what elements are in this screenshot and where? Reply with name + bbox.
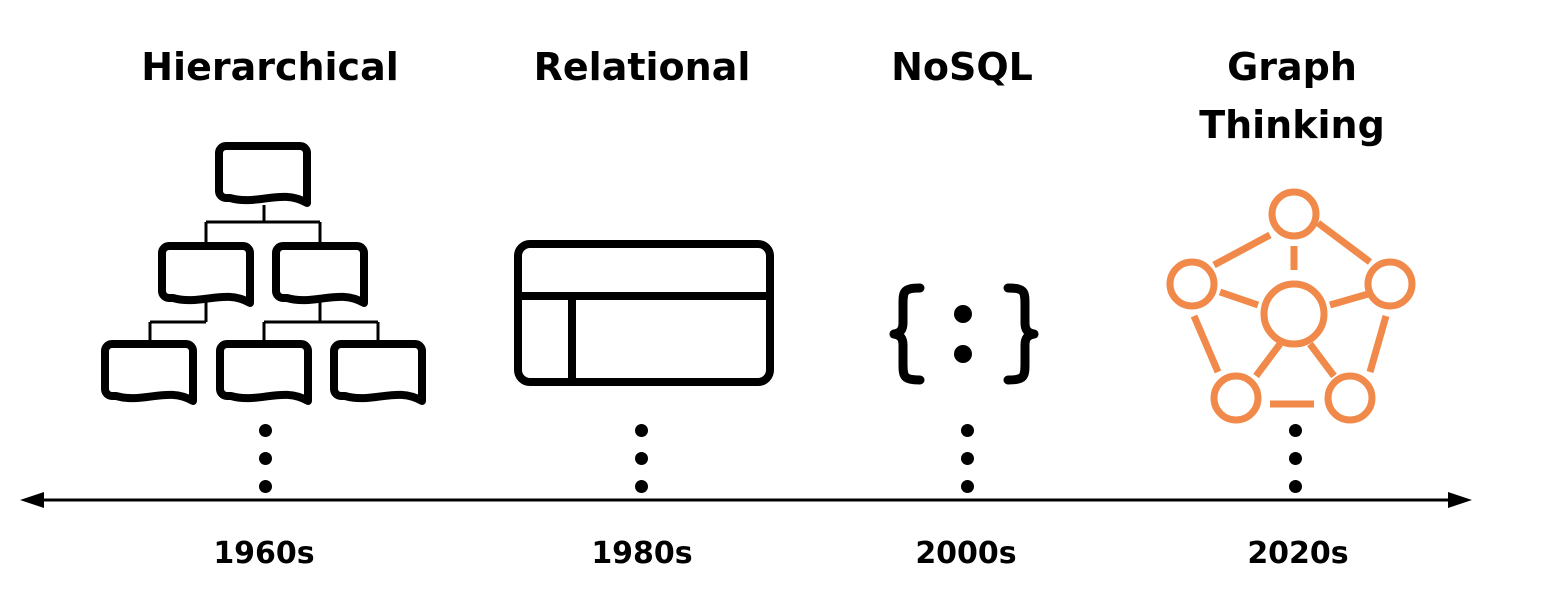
- timeline-arrow-right-icon: [1448, 492, 1472, 508]
- leader-dot: [634, 452, 648, 465]
- era-title-hierarchical: Hierarchical: [141, 45, 399, 89]
- leader-dot: [960, 452, 974, 465]
- era-title-line-graph: Graph: [1227, 45, 1357, 89]
- table-icon: [514, 240, 774, 386]
- graph-network-icon: [1166, 188, 1416, 424]
- leader-dot: [258, 424, 272, 437]
- leader-dot: [1288, 480, 1302, 493]
- timeline-arrow-left-icon: [20, 492, 44, 508]
- decade-label-2000s: 2000s: [915, 536, 1017, 571]
- leader-dot: [1288, 424, 1302, 437]
- era-title-graph-thinking: Graph Thinking: [1142, 38, 1442, 154]
- leader-dot: [1288, 452, 1302, 465]
- era-title-relational: Relational: [533, 45, 751, 89]
- dot-leader-relational: [631, 424, 651, 508]
- leader-dot: [634, 424, 648, 437]
- era-title-line-thinking: Thinking: [1199, 103, 1385, 147]
- decade-label-1980s: 1980s: [591, 536, 693, 571]
- leader-dot: [258, 480, 272, 493]
- leader-dot: [258, 452, 272, 465]
- dot-leader-hierarchical: [255, 424, 275, 508]
- hierarchy-tree-icon: [101, 142, 426, 405]
- decade-label-1960s: 1960s: [213, 536, 315, 571]
- leader-dot: [960, 480, 974, 493]
- dot-leader-graph: [1285, 424, 1305, 508]
- leader-dot: [960, 424, 974, 437]
- dot-leader-nosql: [957, 424, 977, 508]
- decade-label-2020s: 2020s: [1247, 536, 1349, 571]
- curly-braces-icon: [889, 283, 1039, 385]
- era-title-nosql: NoSQL: [891, 45, 1033, 89]
- leader-dot: [634, 480, 648, 493]
